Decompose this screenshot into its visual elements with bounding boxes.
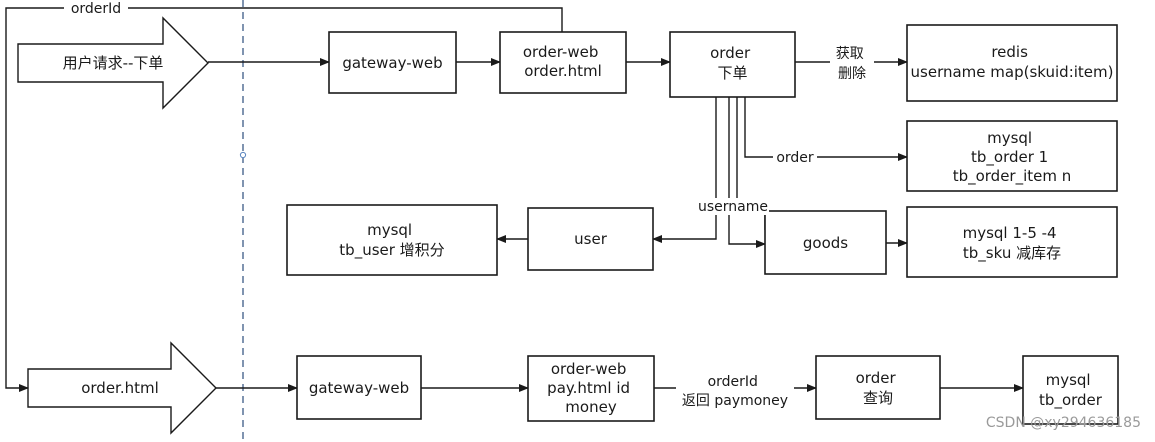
edge-label-to-user-goods: username: [698, 199, 768, 215]
node-mysql-sku-line: mysql 1-5 -4: [963, 224, 1057, 242]
node-redis: redis username map(skuid:item): [906, 24, 1118, 102]
edge-label-to-mysql-order: order: [776, 150, 814, 166]
node-mysql-bottom-line: tb_order: [1039, 391, 1103, 410]
node-order-web-bottom-line: money: [565, 398, 617, 416]
svg-text:mysql tb_order: mysql tb_order: [1039, 371, 1103, 410]
entry-arrow-bottom: [27, 341, 217, 435]
entry-arrow-top-label: 用户请求--下单: [63, 54, 164, 72]
node-user-line: user: [574, 230, 608, 248]
svg-text:redis username map(skuid: redis username map(skuid:item): [911, 43, 1114, 81]
edge-label-pay-to-order: orderId 返回 paymoney: [682, 374, 788, 409]
edge-return-order-id: [5, 7, 563, 392]
svg-text:gateway-web: gateway-web: [342, 54, 442, 72]
node-order-top-line: 下单: [717, 64, 747, 82]
node-mysql-bottom-line: mysql: [1046, 371, 1091, 389]
svg-text:gateway-web: gateway-web: [309, 379, 409, 397]
edge-label-redis-ops: 获取 删除: [836, 46, 868, 82]
node-order-bottom-line: 查询: [863, 389, 893, 407]
edge-label-pay-to-order-line: 返回 paymoney: [682, 393, 788, 409]
node-user: user: [527, 207, 654, 271]
divider-handle: [239, 151, 247, 159]
node-mysql-user: mysql tb_user 增积分: [286, 204, 498, 276]
node-order-top: order 下单: [669, 31, 796, 98]
node-order-web-bottom-line: pay.html id: [547, 379, 630, 397]
node-goods: goods: [764, 210, 887, 275]
svg-text:mysql 1-5 -4 tb_sku 减库存: mysql 1-5 -4 tb_sku 减库存: [963, 224, 1062, 263]
node-redis-line: redis: [991, 43, 1028, 61]
edge-label-redis-ops-line: 获取: [836, 46, 864, 62]
node-gateway-web-bottom: gateway-web: [296, 355, 422, 420]
node-mysql-order-line: tb_order_item n: [953, 167, 1072, 186]
edge-label-return-order-id: orderId: [71, 1, 121, 17]
node-mysql-user-line: tb_user 增积分: [339, 241, 444, 260]
node-order-top-line: order: [710, 44, 751, 62]
svg-text:mysql tb_user 增积分: mysql tb_user 增积分: [339, 221, 444, 260]
node-order-web-top-line: order-web: [523, 43, 598, 61]
edge-label-bg: [830, 43, 874, 83]
node-gateway-web-top-line: gateway-web: [342, 54, 442, 72]
node-order-bottom-line: order: [856, 369, 897, 387]
edge-label-bg: [676, 372, 794, 410]
edge-label-pay-to-order-line: orderId: [708, 374, 758, 390]
node-mysql-order-line: tb_order 1: [971, 148, 1048, 167]
node-redis-line: username map(skuid:item): [911, 63, 1114, 81]
svg-text:order-web order.html: order-web order.html: [523, 43, 603, 80]
node-mysql-order-line: mysql: [987, 129, 1032, 147]
watermark: CSDN @xy294636185: [986, 415, 1141, 431]
node-order-web-bottom: order-web pay.html id money: [527, 355, 655, 422]
edge-order-to-goods-a: [728, 97, 766, 248]
node-order-bottom: order 查询: [815, 355, 941, 420]
node-mysql-bottom: mysql tb_order: [1022, 355, 1119, 425]
node-mysql-user-line: mysql: [367, 221, 412, 239]
edge-label-bg: [773, 149, 817, 166]
node-mysql-sku-line: tb_sku 减库存: [963, 244, 1061, 263]
svg-text:order-web pay.html id: order-web pay.html id money: [547, 360, 635, 416]
edge-label-redis-ops-line: 删除: [838, 66, 866, 82]
node-order-web-top: order-web order.html: [499, 31, 627, 94]
node-gateway-web-bottom-line: gateway-web: [309, 379, 409, 397]
node-mysql-order: mysql tb_order 1 tb_order_item n: [906, 120, 1118, 192]
node-order-web-top-line: order.html: [524, 62, 602, 80]
svg-text:user: user: [574, 230, 608, 248]
edge-order-to-mysql-order: [744, 97, 908, 161]
node-gateway-web-top: gateway-web: [328, 31, 457, 94]
svg-text:order 查询: order 查询: [856, 369, 901, 407]
edge-label-bg: [697, 198, 769, 215]
svg-text:mysql tb_order 1 t: mysql tb_order 1 tb_order_item n: [953, 129, 1072, 186]
node-order-web-bottom-line: order-web: [551, 360, 626, 378]
svg-text:order 下单: order 下单: [710, 44, 755, 82]
node-mysql-sku: mysql 1-5 -4 tb_sku 减库存: [906, 206, 1118, 278]
node-goods-line: goods: [803, 234, 848, 252]
edge-label-bg: [64, 0, 128, 17]
entry-arrow-bottom-label: order.html: [81, 379, 159, 397]
edge-order-to-user: [652, 97, 717, 243]
svg-text:goods: goods: [803, 234, 848, 252]
entry-arrow-top: [17, 16, 209, 110]
